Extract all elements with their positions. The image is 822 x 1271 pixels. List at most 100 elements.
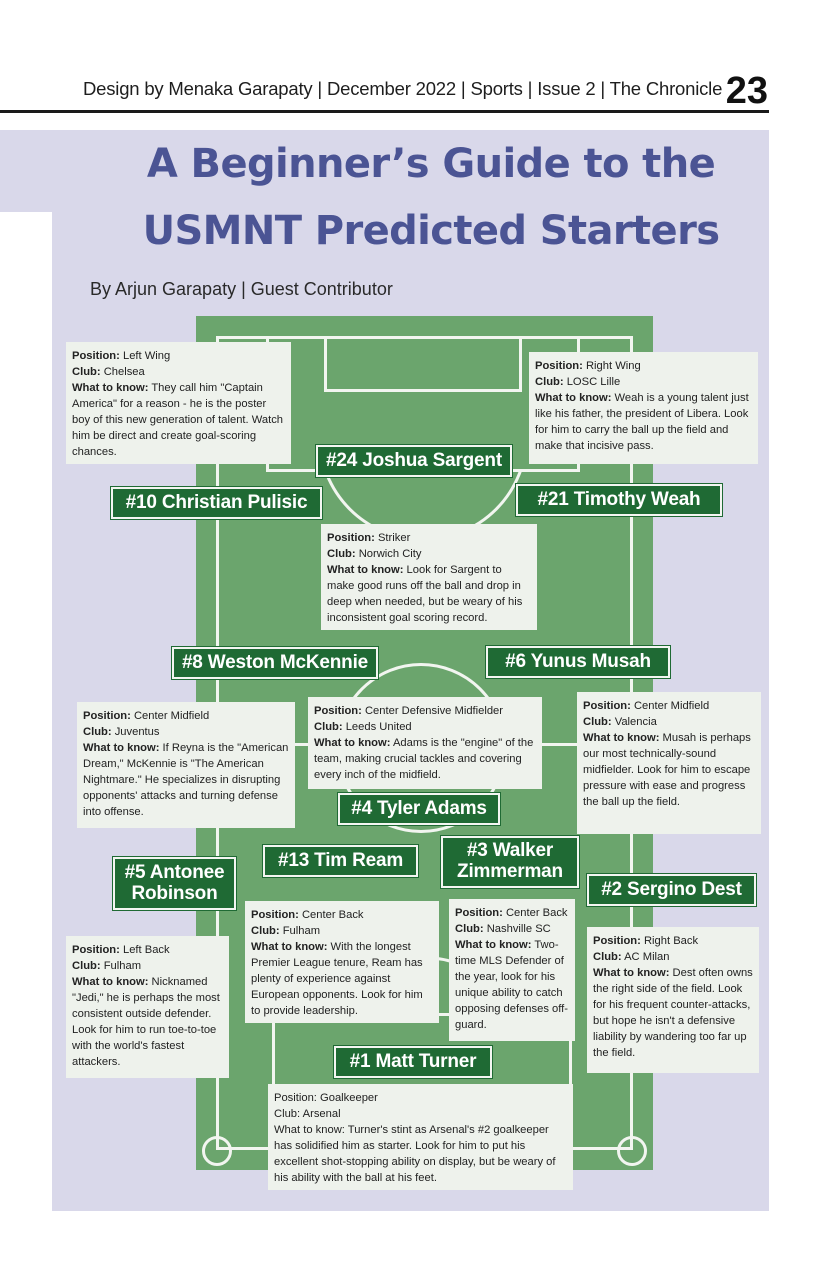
position-value: Right Back — [643, 935, 699, 947]
byline: By Arjun Garapaty | Guest Contributor — [90, 279, 393, 299]
club-value: Nashville SC — [486, 923, 551, 935]
name-line1: #3 Walker — [466, 840, 554, 862]
position-value: Striker — [377, 532, 411, 544]
player-name-dest: #2 Sergino Dest — [587, 874, 756, 906]
club-value: LOSC Lille — [566, 376, 621, 388]
what-to-know-text: Dest often owns the right side of the fi… — [593, 967, 753, 1059]
player-info-pulisic: Position: Left Wing Club: Chelsea What t… — [66, 342, 291, 464]
position-value: Left Back — [122, 944, 170, 956]
club-value: Fulham — [282, 925, 321, 937]
header-credits: Design by Menaka Garapaty | December 202… — [83, 78, 723, 99]
position-label: Position: — [83, 710, 131, 722]
club-value: AC Milan — [624, 951, 670, 963]
club-value: Juventus — [114, 726, 160, 738]
player-info-zimmerman: Position: Center Back Club: Nashville SC… — [449, 899, 575, 1041]
position-value: Center Back — [505, 907, 568, 919]
club-label: Club: — [593, 951, 622, 963]
club-value: Chelsea — [103, 366, 145, 378]
position-label: Position: — [251, 909, 299, 921]
player-info-robinson: Position: Left Back Club: Fulham What to… — [66, 936, 229, 1078]
position-value: Goalkeeper — [320, 1092, 378, 1104]
bottom-right-corner-arc — [617, 1136, 647, 1166]
player-info-ream: Position: Center Back Club: Fulham What … — [245, 901, 439, 1023]
what-to-know-text: Musah is perhaps our most technically-so… — [583, 732, 751, 808]
player-info-adams: Position: Center Defensive Midfielder Cl… — [308, 697, 542, 789]
position-label: Position: — [314, 705, 362, 717]
club-label: Club: — [83, 726, 112, 738]
what-to-know-label: What to know: — [314, 737, 391, 749]
player-info-turner: Position: Goalkeeper Club: Arsenal What … — [268, 1084, 573, 1190]
name-line2: Zimmerman — [457, 861, 563, 882]
what-to-know-label: What to know: — [593, 967, 670, 979]
player-name-sargent: #24 Joshua Sargent — [316, 445, 512, 477]
club-label: Club: — [535, 376, 564, 388]
player-name-weah: #21 Timothy Weah — [516, 484, 722, 516]
position-label: Position: — [72, 944, 120, 956]
name-line2: Robinson — [131, 882, 218, 904]
what-to-know-text: Adams is the "engine" of the team, makin… — [314, 737, 534, 781]
what-to-know-text: Turner's stint as Arsenal's #2 goalkeepe… — [274, 1124, 556, 1184]
player-name-zimmerman: #3 Walker Zimmerman — [441, 836, 579, 888]
position-label: Position: — [455, 907, 503, 919]
club-label: Club: — [72, 366, 101, 378]
player-info-dest: Position: Right Back Club: AC Milan What… — [587, 927, 759, 1073]
what-to-know-text: If Reyna is the "American Dream," McKenn… — [83, 742, 289, 818]
position-value: Center Midfield — [133, 710, 210, 722]
player-name-turner: #1 Matt Turner — [334, 1046, 492, 1078]
what-to-know-label: What to know: — [535, 392, 612, 404]
what-to-know-label: What to know: — [274, 1124, 345, 1136]
what-to-know-text: With the longest Premier League tenure, … — [251, 941, 423, 1017]
article-title-line2: USMNT Predicted Starters — [142, 208, 720, 254]
position-label: Position: — [593, 935, 641, 947]
player-info-mckennie: Position: Center Midfield Club: Juventus… — [77, 702, 295, 828]
player-name-ream: #13 Tim Ream — [263, 845, 418, 877]
player-info-musah: Position: Center Midfield Club: Valencia… — [577, 692, 761, 834]
name-line1: #5 Antonee — [124, 861, 225, 883]
club-label: Club: — [455, 923, 484, 935]
position-label: Position: — [72, 350, 120, 362]
what-to-know-label: What to know: — [83, 742, 160, 754]
player-info-sargent: Position: Striker Club: Norwich City Wha… — [321, 524, 537, 630]
top-goal-box — [324, 336, 522, 392]
club-label: Club: — [583, 716, 612, 728]
club-label: Club: — [314, 721, 343, 733]
what-to-know-text: Look for Sargent to make good runs off t… — [327, 564, 523, 624]
club-value: Valencia — [614, 716, 657, 728]
what-to-know-label: What to know: — [455, 939, 532, 951]
page-number: 23 — [725, 70, 768, 112]
club-label: Club: — [274, 1108, 301, 1120]
article-title-line1: A Beginner’s Guide to the — [146, 141, 716, 187]
bottom-left-corner-arc — [202, 1136, 232, 1166]
position-label: Position: — [535, 360, 583, 372]
what-to-know-label: What to know: — [327, 564, 404, 576]
what-to-know-label: What to know: — [72, 382, 149, 394]
what-to-know-text: Weah is a young talent just like his fat… — [535, 392, 749, 452]
what-to-know-text: Nicknamed "Jedi," he is perhaps the most… — [72, 976, 220, 1068]
what-to-know-label: What to know: — [72, 976, 149, 988]
what-to-know-label: What to know: — [583, 732, 660, 744]
player-name-pulisic: #10 Christian Pulisic — [111, 487, 322, 519]
position-value: Center Midfield — [633, 700, 710, 712]
club-label: Club: — [327, 548, 356, 560]
club-value: Arsenal — [302, 1108, 341, 1120]
position-value: Left Wing — [122, 350, 171, 362]
club-label: Club: — [251, 925, 280, 937]
player-name-musah: #6 Yunus Musah — [486, 646, 670, 678]
player-info-weah: Position: Right Wing Club: LOSC Lille Wh… — [529, 352, 758, 464]
position-value: Center Back — [301, 909, 364, 921]
player-name-robinson: #5 Antonee Robinson — [113, 857, 236, 910]
position-value: Center Defensive Midfielder — [364, 705, 504, 717]
club-value: Leeds United — [345, 721, 412, 733]
position-label: Position: — [583, 700, 631, 712]
what-to-know-label: What to know: — [251, 941, 328, 953]
header-divider — [0, 110, 769, 113]
what-to-know-text: Two-time MLS Defender of the year, look … — [455, 939, 568, 1031]
position-label: Position: — [274, 1092, 317, 1104]
club-value: Norwich City — [358, 548, 422, 560]
page-header: Design by Menaka Garapaty | December 202… — [83, 70, 771, 112]
player-name-adams: #4 Tyler Adams — [338, 793, 500, 825]
player-name-mckennie: #8 Weston McKennie — [172, 647, 378, 679]
club-value: Fulham — [103, 960, 142, 972]
position-value: Right Wing — [585, 360, 641, 372]
position-label: Position: — [327, 532, 375, 544]
